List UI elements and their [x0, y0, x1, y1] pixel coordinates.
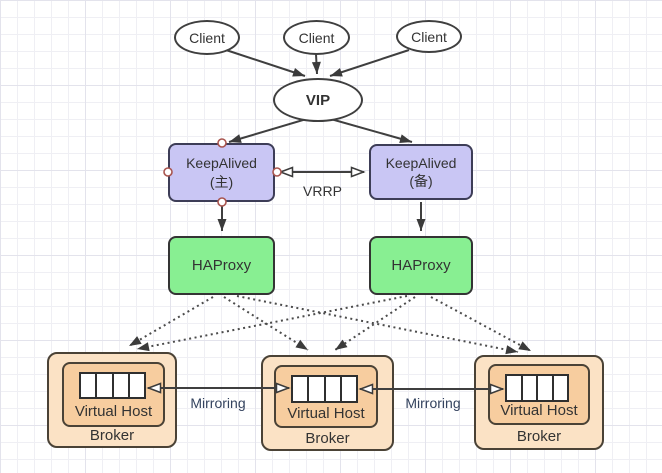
virtual-host-label: Virtual Host — [74, 403, 153, 420]
haproxy-left-node[interactable]: HAProxy — [168, 236, 275, 295]
arrow-client1-vip[interactable] — [225, 49, 306, 77]
client-label: Client — [189, 29, 225, 46]
dotted-arrow-haproxy-right-broker3[interactable] — [430, 296, 532, 352]
keepalived-master-subtitle: (主) — [209, 173, 234, 190]
client-node-3[interactable]: Client — [396, 20, 462, 53]
keepalived-backup-node[interactable]: KeepAlived (备) — [369, 144, 473, 200]
queue-cell — [554, 376, 568, 400]
queue-cell — [342, 377, 356, 401]
keepalived-backup-subtitle: (备) — [409, 173, 433, 189]
client-node-2[interactable]: Client — [283, 20, 350, 55]
keepalived-backup-title: KeepAlived — [385, 154, 457, 171]
queue-cell — [130, 374, 144, 397]
queue-cell — [309, 377, 326, 401]
haproxy-right-label: HAProxy — [391, 256, 451, 274]
queue-cell — [326, 377, 342, 401]
arrow-client2-vip[interactable] — [311, 53, 321, 75]
queue-cell — [523, 376, 538, 400]
haproxy-right-node[interactable]: HAProxy — [369, 236, 473, 295]
queue-cell — [97, 374, 114, 397]
queue-cell — [81, 374, 98, 397]
queue-cell — [293, 377, 310, 401]
broker-label: Broker — [305, 430, 350, 447]
vrrp-label: VRRP — [303, 183, 342, 199]
mirroring-label-right: Mirroring — [405, 395, 461, 411]
client-label: Client — [411, 28, 447, 45]
dotted-arrow-haproxy-left-broker3[interactable] — [236, 295, 519, 355]
vip-node[interactable]: VIP — [273, 78, 363, 122]
virtual-host-label: Virtual Host — [287, 405, 365, 422]
queue-icon[interactable] — [79, 372, 146, 399]
dotted-arrow-haproxy-right-broker1[interactable] — [136, 295, 408, 352]
queue-icon[interactable] — [291, 375, 358, 403]
arrow-client3-vip[interactable] — [329, 49, 410, 77]
queue-cell — [538, 376, 554, 400]
keepalived-master-title: KeepAlived — [186, 155, 257, 172]
queue-cell — [114, 374, 130, 397]
dotted-arrow-haproxy-right-broker2[interactable] — [334, 296, 416, 351]
broker-label: Broker — [516, 428, 562, 445]
mirroring-label-left: Mirroring — [190, 395, 246, 411]
broker-label: Broker — [89, 427, 135, 444]
queue-icon[interactable] — [505, 374, 569, 402]
queue-cell — [507, 376, 523, 400]
client-node-1[interactable]: Client — [174, 20, 240, 55]
vip-label: VIP — [305, 91, 331, 109]
virtual-host-label: Virtual Host — [500, 402, 578, 419]
keepalived-master-node[interactable]: KeepAlived (主) — [168, 143, 275, 202]
dotted-arrow-haproxy-left-broker2[interactable] — [223, 296, 309, 351]
client-label: Client — [298, 29, 335, 46]
haproxy-left-label: HAProxy — [191, 256, 252, 274]
dotted-arrow-haproxy-left-broker1[interactable] — [128, 296, 214, 347]
